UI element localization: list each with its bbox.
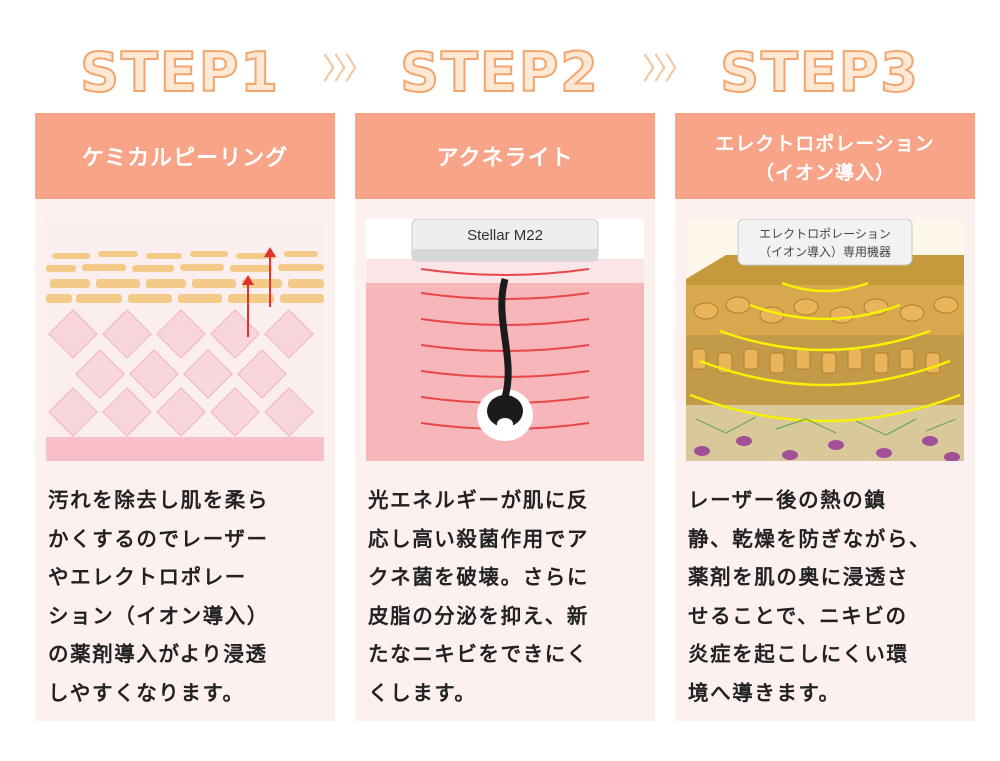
step1-description-line: しやすくなります。	[48, 680, 245, 705]
step3-header: エレクトロポレーション （イオン導入）	[675, 113, 975, 199]
step1-description-line: ション（イオン導入）	[48, 603, 269, 628]
step3-description-line: 炎症を起こしにくい環	[688, 642, 909, 666]
step3-description-line: 境へ導きます。	[688, 680, 841, 705]
step1-description-line: やエレクトロポレー	[48, 565, 247, 589]
step1-title: ケミカルピーリング	[81, 146, 289, 171]
step3-description-line: レーザー後の熱の鎮	[688, 488, 887, 512]
step3-description: レーザー後の熱の鎮 静、乾燥を防ぎながら、 薬剤を肌の奥に浸透さ せることで、ニ…	[688, 481, 964, 712]
step2-header: アクネライト	[355, 113, 655, 199]
device-label-line1: エレクトロポレーション	[759, 227, 891, 241]
step1-label: STEP1	[79, 40, 280, 105]
step2-description-line: 応し高い殺菌作用でア	[368, 526, 589, 551]
step1-card: ケミカルピーリング	[35, 113, 335, 721]
step2-card: アクネライト Stellar M22	[355, 113, 655, 721]
step3-subtitle: （イオン導入）	[754, 162, 895, 184]
chemical-peeling-skin-illustration	[46, 219, 324, 461]
step2-description-line: クネ菌を破壊。さらに	[368, 565, 589, 589]
device-label: Stellar M22	[467, 227, 543, 244]
device-label-line2: （イオン導入）専用機器	[758, 245, 891, 259]
arrow-up-icon	[242, 247, 276, 337]
step1-description-line: の薬剤導入がより浸透	[48, 642, 268, 666]
step2-description: 光エネルギーが肌に反 応し高い殺菌作用でア クネ菌を破壊。さらに 皮脂の分泌を抑…	[368, 481, 644, 712]
step3-description-line: 薬剤を肌の奥に浸透さ	[688, 565, 909, 589]
electroporation-illustration: エレクトロポレーション （イオン導入）専用機器	[686, 219, 964, 461]
step3-description-line: せることで、ニキビの	[688, 603, 908, 628]
step1-header: ケミカルピーリング	[35, 113, 335, 199]
step3-description-line: 静、乾燥を防ぎながら、	[688, 526, 932, 551]
chevron-right-icon: 〉〉〉	[642, 52, 694, 87]
step2-title: アクネライト	[436, 146, 574, 171]
step2-description-line: 皮脂の分泌を抑え、新	[368, 603, 589, 628]
step3-label: STEP3	[719, 40, 920, 105]
step2-description-line: 光エネルギーが肌に反	[368, 488, 589, 512]
step2-label: STEP2	[399, 40, 600, 105]
step3-title: エレクトロポレーション	[715, 133, 935, 155]
step2-description-line: くします。	[368, 680, 477, 705]
acne-light-illustration: Stellar M22	[366, 219, 644, 461]
step3-card: エレクトロポレーション （イオン導入）	[675, 113, 975, 721]
chevron-right-icon: 〉〉〉	[322, 52, 374, 87]
step1-description-line: かくするのでレーザー	[48, 526, 269, 551]
step2-description-line: たなニキビをできにく	[368, 642, 589, 666]
step1-description-line: 汚れを除去し肌を柔ら	[48, 488, 269, 512]
step1-description: 汚れを除去し肌を柔ら かくするのでレーザー やエレクトロポレー ション（イオン導…	[48, 481, 324, 712]
